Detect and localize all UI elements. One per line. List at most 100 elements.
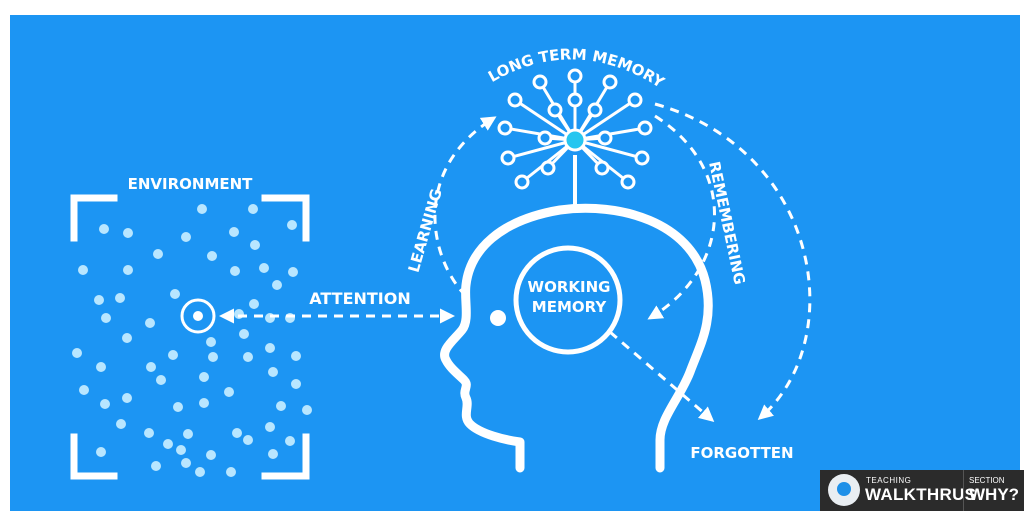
environment-dot <box>151 461 161 471</box>
learning-arrow <box>433 116 497 298</box>
environment-dot <box>199 372 209 382</box>
environment-dot <box>146 362 156 372</box>
environment-dot <box>243 352 253 362</box>
ltm-forgotten-arrow <box>654 102 812 420</box>
memory-node <box>567 68 583 84</box>
environment-dots <box>72 204 312 477</box>
environment-dot <box>224 387 234 397</box>
remembering-arrow <box>647 114 716 320</box>
environment-dot <box>123 228 133 238</box>
memory-node <box>514 174 530 190</box>
badge-section-value: WHY? <box>969 485 1020 504</box>
memory-node <box>620 174 636 190</box>
environment-dot <box>207 251 217 261</box>
working-memory-circle <box>513 245 623 355</box>
long-term-memory-label: LONG TERM MEMORY <box>485 45 668 92</box>
environment-dot <box>206 337 216 347</box>
environment-dot <box>239 329 249 339</box>
badge-section-label: SECTION <box>969 476 1005 485</box>
learning-label: LEARNING <box>405 187 446 275</box>
environment-dot <box>208 352 218 362</box>
memory-center-node <box>563 128 587 152</box>
environment-dot <box>291 379 301 389</box>
environment-dot <box>226 467 236 477</box>
environment-dot <box>249 299 259 309</box>
badge-divider <box>963 470 964 511</box>
environment-dot <box>168 350 178 360</box>
environment-dot <box>243 435 253 445</box>
memory-connection <box>514 98 576 142</box>
environment-dot <box>268 367 278 377</box>
environment-dot <box>181 458 191 468</box>
attention-target-icon <box>180 298 216 334</box>
environment-dot <box>250 240 260 250</box>
memory-node <box>567 92 583 108</box>
memory-node <box>602 74 618 90</box>
environment-frame <box>70 194 310 480</box>
environment-dot <box>206 450 216 460</box>
environment-dot <box>265 343 275 353</box>
working-memory-label-line1: WORKING <box>528 278 611 296</box>
environment-dot <box>101 313 111 323</box>
forgotten-label: FORGOTTEN <box>690 444 793 462</box>
attention-label: ATTENTION <box>309 289 411 308</box>
badge-brand-text: WALKTHRUS <box>865 485 977 504</box>
memory-node <box>627 92 643 108</box>
environment-dot <box>100 399 110 409</box>
memory-node <box>500 150 516 166</box>
wm-forgotten-arrow <box>609 330 715 422</box>
environment-dot <box>197 204 207 214</box>
environment-dot <box>79 385 89 395</box>
long-term-memory-icon <box>497 68 653 190</box>
diagram-panel: ENVIRONMENT ATTENTION LEARNING REMEMBERI… <box>10 15 1020 511</box>
badge-small-text: TEACHING <box>866 476 912 485</box>
environment-dot <box>291 351 301 361</box>
environment-dot <box>302 405 312 415</box>
environment-dot <box>230 266 240 276</box>
environment-dot <box>116 419 126 429</box>
environment-dot <box>183 429 193 439</box>
head-eye <box>490 310 506 326</box>
environment-dot <box>181 232 191 242</box>
environment-dot <box>94 295 104 305</box>
memory-node <box>537 130 553 146</box>
environment-dot <box>229 227 239 237</box>
environment-dot <box>122 333 132 343</box>
environment-dot <box>123 265 133 275</box>
environment-dot <box>170 289 180 299</box>
memory-node <box>637 120 653 136</box>
environment-dot <box>144 428 154 438</box>
teaching-walkthrus-badge: TEACHING WALKTHRUS SECTION WHY? <box>820 470 1024 511</box>
environment-dot <box>96 447 106 457</box>
environment-dot <box>153 249 163 259</box>
environment-dot <box>232 428 242 438</box>
memory-connection <box>574 138 643 160</box>
environment-dot <box>199 398 209 408</box>
environment-dot <box>145 318 155 328</box>
environment-dot <box>115 293 125 303</box>
environment-dot <box>78 265 88 275</box>
environment-dot <box>163 439 173 449</box>
environment-dot <box>268 449 278 459</box>
environment-dot <box>195 467 205 477</box>
environment-dot <box>259 263 269 273</box>
teacher-avatar-icon <box>828 474 860 506</box>
memory-model-diagram: ENVIRONMENT ATTENTION LEARNING REMEMBERI… <box>70 45 812 480</box>
memory-node <box>497 120 513 136</box>
head-outline <box>440 203 713 473</box>
environment-dot <box>99 224 109 234</box>
memory-node <box>532 74 548 90</box>
memory-node <box>547 102 563 118</box>
environment-dot <box>288 267 298 277</box>
environment-dot <box>285 436 295 446</box>
remembering-label: REMEMBERING <box>705 160 749 287</box>
memory-node <box>540 160 556 176</box>
environment-dot <box>96 362 106 372</box>
environment-dot <box>272 280 282 290</box>
environment-dot <box>276 401 286 411</box>
environment-dot <box>156 375 166 385</box>
environment-dot <box>122 393 132 403</box>
memory-node <box>507 92 523 108</box>
long-term-memory-text: LONG TERM MEMORY <box>485 45 668 92</box>
